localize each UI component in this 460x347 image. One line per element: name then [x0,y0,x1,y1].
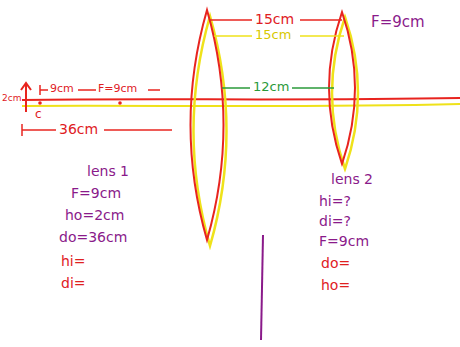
focal-length-label: F=9cm [370,14,426,31]
dimension-line [22,129,56,131]
unknown-value: do= [320,256,351,271]
dimension-label: 12cm [252,80,290,94]
dimension-label: F=9cm [97,83,138,95]
unknown-value: hi=? [318,194,352,209]
dimension-line [300,19,342,21]
divider-line [261,235,263,340]
dimension-line [214,35,252,37]
dimension-line [148,89,160,91]
object-arrowhead [21,83,31,90]
dimension-line [210,19,252,21]
given-value: F=9cm [318,234,370,249]
axis-line [22,98,460,100]
dimension-line [292,87,334,89]
dimension-line [104,129,172,131]
unknown-value: di= [60,276,87,291]
axis-line [22,104,460,106]
dimension-line [78,89,96,91]
lens-outline [191,10,224,240]
given-value: F=9cm [70,186,122,201]
point-label: c [34,108,43,121]
unknown-value: hi= [60,254,87,269]
dimension-line [222,87,250,89]
dimension-label: 15cm [254,12,295,27]
dimension-label: 36cm [58,122,99,137]
lens-heading: lens 2 [330,172,374,187]
focal-point [118,101,122,105]
object-arrow [25,84,27,112]
given-value: ho=2cm [64,208,125,223]
dimension-label: 15cm [254,28,292,42]
given-value: do=36cm [58,230,128,245]
unknown-value: di=? [318,214,352,229]
dimension-tick [39,85,41,95]
unknown-value: ho= [320,278,351,293]
lens-outline [194,16,227,246]
dimension-line [40,89,48,91]
dimension-label: 2cm [1,94,22,104]
dimension-line [300,35,344,37]
dimension-label: 9cm [49,83,75,95]
lens-heading: lens 1 [86,164,130,179]
focal-point [38,101,42,105]
